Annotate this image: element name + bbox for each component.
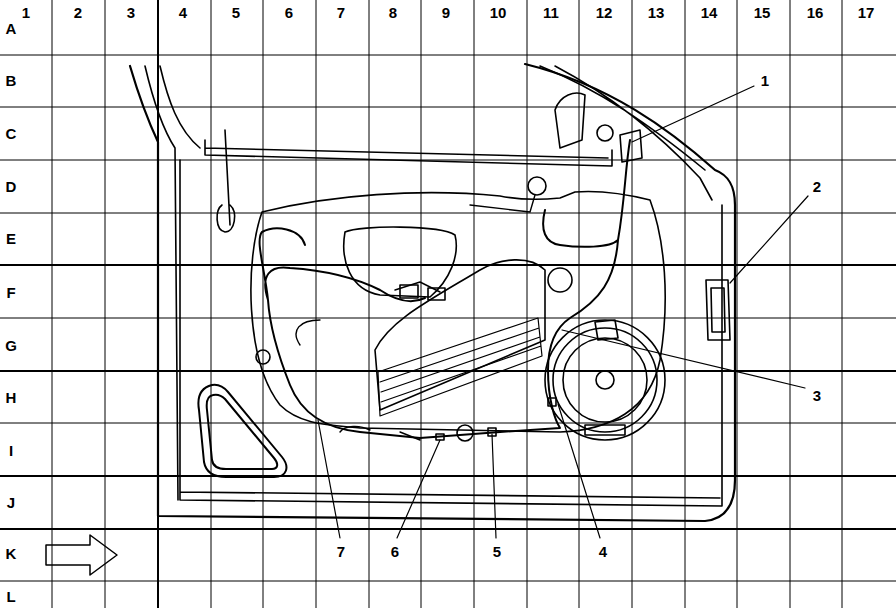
grid-column-number: 6 bbox=[283, 4, 295, 21]
grid-column-number: 7 bbox=[335, 4, 347, 21]
grid-column-number: 11 bbox=[541, 4, 561, 21]
grid-column-number: 10 bbox=[488, 4, 509, 21]
speaker bbox=[553, 328, 657, 432]
leader-line bbox=[562, 330, 805, 388]
grid-column-number: 12 bbox=[594, 4, 615, 21]
callout-number: 6 bbox=[389, 543, 401, 560]
grid-column-number: 1 bbox=[20, 4, 32, 21]
grid-row-letter: K bbox=[4, 545, 19, 562]
grommet bbox=[597, 125, 613, 141]
callout-number: 2 bbox=[811, 178, 823, 195]
callout-number: 4 bbox=[597, 543, 609, 560]
direction-arrow bbox=[46, 535, 117, 575]
speaker bbox=[563, 338, 647, 422]
speaker bbox=[596, 371, 614, 389]
grid-line bbox=[105, 0, 106, 608]
grid-row-letter: C bbox=[4, 125, 19, 142]
grid-column-number: 16 bbox=[805, 4, 826, 21]
leader-line bbox=[397, 440, 440, 538]
grid-line bbox=[0, 370, 896, 372]
inner-panel bbox=[180, 160, 722, 506]
grid-row-letter: E bbox=[4, 230, 18, 247]
grid-column-number: 8 bbox=[387, 4, 399, 21]
grid-line bbox=[0, 55, 896, 56]
grid-line bbox=[0, 475, 896, 477]
grid-line bbox=[474, 0, 475, 608]
leader-line bbox=[730, 196, 808, 283]
grid-line bbox=[0, 264, 896, 266]
grid-line bbox=[0, 423, 896, 424]
grid-line bbox=[0, 107, 896, 108]
speaker bbox=[545, 320, 665, 440]
grid-line bbox=[0, 581, 896, 582]
grid-line bbox=[0, 213, 896, 214]
grid-row-letter: D bbox=[4, 178, 19, 195]
callout-number: 1 bbox=[759, 72, 771, 89]
grid-column-number: 2 bbox=[72, 4, 84, 21]
grid-line bbox=[369, 0, 370, 608]
leader-lines bbox=[318, 86, 808, 538]
leader-line bbox=[558, 404, 600, 538]
grommet bbox=[548, 268, 572, 292]
grid-line bbox=[842, 0, 843, 608]
grid-line bbox=[737, 0, 738, 608]
wiring-harness bbox=[296, 195, 535, 440]
grid-row-letter: B bbox=[4, 72, 19, 89]
grid-line bbox=[632, 0, 633, 608]
grid-line bbox=[421, 0, 422, 608]
grid-row-letter: I bbox=[7, 442, 15, 459]
grid-column-number: 5 bbox=[230, 4, 242, 21]
grid-row-letter: L bbox=[4, 588, 17, 605]
grid-line bbox=[685, 0, 686, 608]
b-pillar bbox=[145, 66, 200, 500]
grid-column-number: 3 bbox=[125, 4, 137, 21]
grid-line bbox=[527, 0, 528, 608]
grid-row-letter: G bbox=[3, 337, 19, 354]
grid-column-number: 9 bbox=[440, 4, 452, 21]
grid-row-letter: F bbox=[4, 284, 17, 301]
connector bbox=[400, 285, 556, 440]
door bbox=[130, 64, 735, 521]
trim-strip bbox=[378, 318, 542, 416]
grid-line bbox=[579, 0, 580, 608]
grid-row-letter: H bbox=[4, 389, 19, 406]
bottom-pad bbox=[198, 385, 286, 477]
grommet bbox=[256, 350, 270, 364]
window-belt bbox=[205, 140, 612, 166]
grid-column-number: 14 bbox=[699, 4, 720, 21]
grid-column-number: 13 bbox=[646, 4, 667, 21]
grid-line bbox=[52, 0, 53, 608]
handle-opening bbox=[706, 280, 730, 340]
grid-row-letter: J bbox=[5, 494, 17, 511]
callout-number: 7 bbox=[335, 543, 347, 560]
grommet bbox=[528, 177, 546, 195]
door-outline bbox=[130, 64, 735, 521]
panel-contour bbox=[251, 192, 665, 432]
grid-column-number: 17 bbox=[856, 4, 877, 21]
callout-number: 5 bbox=[491, 543, 503, 560]
grommet bbox=[457, 425, 473, 441]
grid-line bbox=[0, 160, 896, 161]
grid-line bbox=[0, 318, 896, 319]
lock-rod bbox=[217, 130, 235, 232]
grid-row-letter: A bbox=[4, 20, 19, 37]
grid-column-number: 4 bbox=[177, 4, 189, 21]
grid-column-number: 15 bbox=[752, 4, 773, 21]
grid-line bbox=[0, 528, 896, 530]
leader-line bbox=[318, 420, 340, 538]
leader-line bbox=[492, 434, 496, 538]
grid-line bbox=[790, 0, 791, 608]
leader-line bbox=[632, 86, 754, 142]
callout-number: 3 bbox=[811, 387, 823, 404]
